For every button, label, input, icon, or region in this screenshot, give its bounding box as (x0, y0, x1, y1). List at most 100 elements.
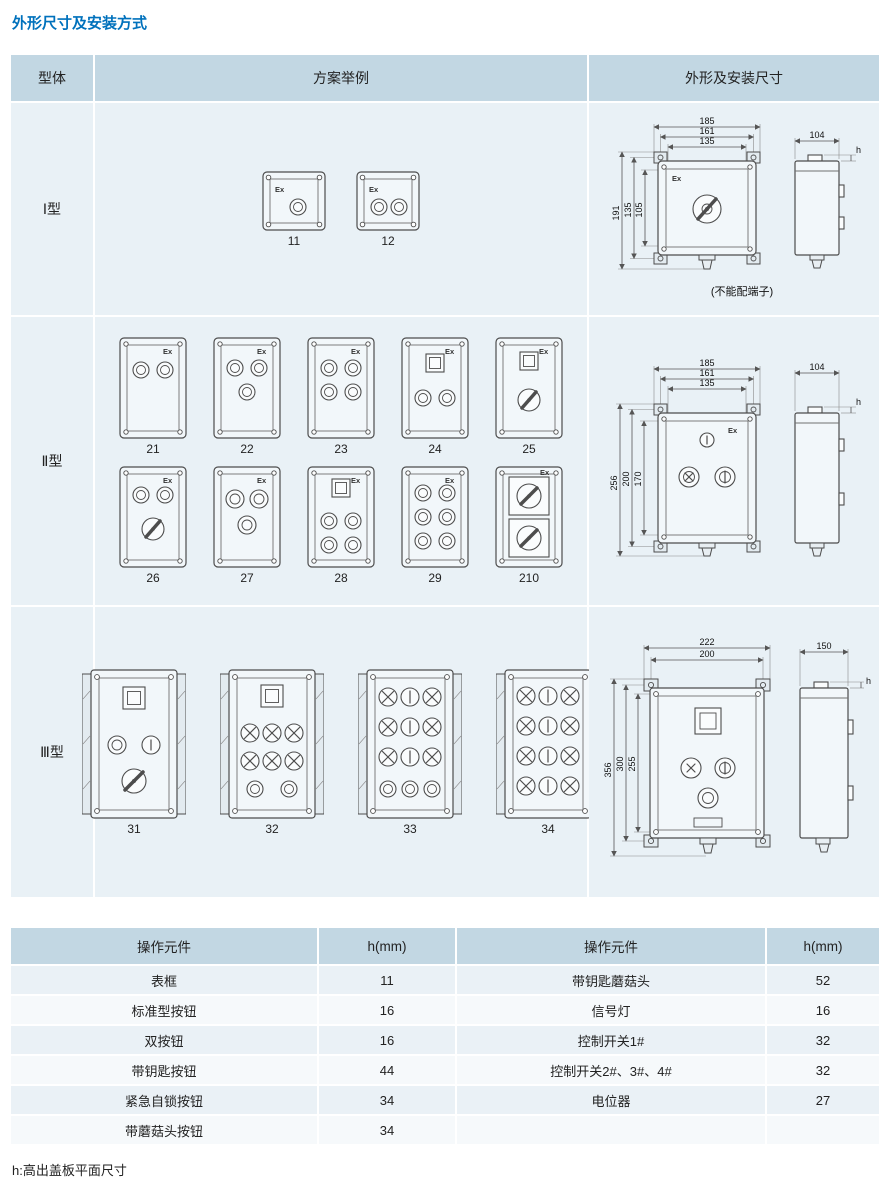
device-33: 33 (358, 668, 462, 836)
dim-label: 222 (699, 637, 714, 647)
type-label-3: Ⅲ型 (11, 607, 93, 897)
dim-label: 135 (699, 378, 714, 388)
components-table: 操作元件 h(mm) 操作元件 h(mm) 表框 11 带钥匙蘑菇头 52 标准… (11, 928, 879, 1146)
component-height: 16 (319, 1026, 455, 1054)
device-11: Ex 11 (262, 170, 326, 248)
component-name: 控制开关1# (457, 1026, 765, 1054)
examples-type-2: Ex 21 Ex 22 (95, 317, 587, 605)
table-row: 带蘑菇头按钮 34 (11, 1116, 879, 1144)
component-height (767, 1116, 879, 1144)
device-label: 29 (428, 571, 442, 585)
dim-label: 255 (627, 756, 637, 771)
dim-label: 170 (633, 471, 643, 486)
dim-label-h: h (866, 676, 871, 686)
dimension-drawing-type2: 185 161 135 256 200 170 (609, 358, 861, 557)
dim-label: 104 (809, 362, 824, 372)
device-label: 33 (403, 821, 417, 836)
dim-label: 135 (623, 202, 633, 217)
device-label: 21 (146, 442, 160, 456)
col-header-dimensions: 外形及安装尺寸 (589, 55, 879, 101)
device-29-drawing: Ex (401, 466, 469, 568)
height-footnote: h:高出盖板平面尺寸 (12, 1163, 127, 1178)
table-row: 标准型按钮 16 信号灯 16 (11, 996, 879, 1024)
device-label: 210 (518, 571, 540, 585)
device-label: 23 (334, 442, 348, 456)
device-label: 32 (265, 821, 279, 836)
device-28: Ex 28 (307, 466, 375, 585)
dim-label: 191 (611, 205, 621, 220)
device-25: Ex 25 (495, 337, 563, 456)
device-24: Ex 24 (401, 337, 469, 456)
dim-label: 200 (699, 649, 714, 659)
device-12: Ex 12 (356, 170, 420, 248)
device-22-drawing: Ex (213, 337, 281, 439)
device-210: Ex 210 (495, 466, 563, 585)
dim-label: 161 (699, 126, 714, 136)
device-31: 31 (82, 668, 186, 836)
table-row: 表框 11 带钥匙蘑菇头 52 (11, 966, 879, 994)
component-height: 11 (319, 966, 455, 994)
component-name: 紧急自锁按钮 (11, 1086, 317, 1114)
device-21-drawing: Ex (119, 337, 187, 439)
device-34: 34 (496, 668, 600, 836)
col-header-h-1: h(mm) (319, 928, 455, 964)
device-label: 24 (428, 442, 442, 456)
component-height: 34 (319, 1116, 455, 1144)
device-26-drawing: Ex (119, 466, 187, 568)
device-33-drawing (358, 668, 462, 819)
component-height: 52 (767, 966, 879, 994)
device-label: 11 (287, 233, 301, 248)
device-label: 28 (334, 571, 348, 585)
ex-label: Ex (369, 185, 379, 194)
dim-label: 150 (816, 641, 831, 651)
ex-label: Ex (257, 347, 267, 356)
dimensions-type-2: 185 161 135 256 200 170 (589, 317, 879, 605)
col-header-component-2: 操作元件 (457, 928, 765, 964)
examples-type-3: 31 (82, 607, 600, 897)
dim-label-h: h (856, 145, 861, 155)
ex-label: Ex (672, 174, 682, 183)
ex-label: Ex (257, 476, 267, 485)
component-name: 带蘑菇头按钮 (11, 1116, 317, 1144)
col-header-examples: 方案举例 (95, 55, 587, 101)
device-label: 12 (381, 233, 395, 248)
dim-label: 135 (699, 136, 714, 146)
component-name: 标准型按钮 (11, 996, 317, 1024)
col-header-h-2: h(mm) (767, 928, 879, 964)
table-row: 双按钮 16 控制开关1# 32 (11, 1026, 879, 1054)
col-header-component-1: 操作元件 (11, 928, 317, 964)
device-label: 26 (146, 571, 160, 585)
ex-label: Ex (351, 476, 361, 485)
table-row: 带钥匙按钮 44 控制开关2#、3#、4# 32 (11, 1056, 879, 1084)
component-name: 表框 (11, 966, 317, 994)
dimensions-type-3: 222 200 356 300 255 (589, 607, 879, 897)
device-31-drawing (82, 668, 186, 819)
device-27-drawing: Ex (213, 466, 281, 568)
dim-label: 185 (699, 358, 714, 368)
examples-line-3: 31 (82, 668, 600, 836)
device-24-drawing: Ex (401, 337, 469, 439)
terminal-note: (不能配端子) (710, 284, 772, 298)
device-23: Ex 23 (307, 337, 375, 456)
dim-label: 105 (634, 202, 644, 217)
dimension-drawing-type1: 185 161 135 191 135 105 (611, 116, 861, 298)
components-header-row: 操作元件 h(mm) 操作元件 h(mm) (11, 928, 879, 964)
ex-label: Ex (275, 185, 285, 194)
component-name: 带钥匙蘑菇头 (457, 966, 765, 994)
dim-label: 356 (603, 762, 613, 777)
dim-label: 300 (615, 756, 625, 771)
dim-label: 200 (621, 471, 631, 486)
dim-label: 256 (609, 475, 619, 490)
ex-label: Ex (163, 347, 173, 356)
device-label: 34 (541, 821, 555, 836)
page-title: 外形尺寸及安装方式 (12, 15, 148, 32)
component-height: 16 (319, 996, 455, 1024)
dimensions-table: 型体 方案举例 外形及安装尺寸 Ⅰ型 Ex 11 (11, 55, 879, 897)
ex-label: Ex (540, 468, 550, 477)
dim-label: 185 (699, 116, 714, 126)
ex-label: Ex (445, 476, 455, 485)
device-26: Ex 26 (119, 466, 187, 585)
component-height: 32 (767, 1026, 879, 1054)
component-name: 电位器 (457, 1086, 765, 1114)
device-21: Ex 21 (119, 337, 187, 456)
